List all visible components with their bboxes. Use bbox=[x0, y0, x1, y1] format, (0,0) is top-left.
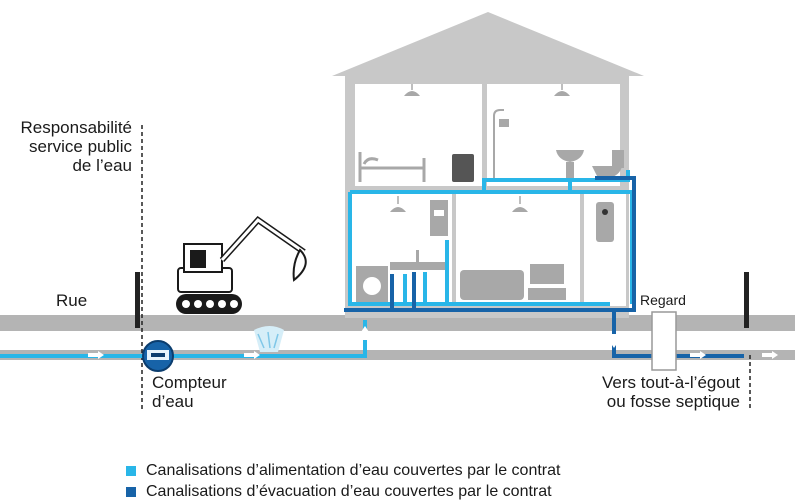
water-heater-icon bbox=[596, 202, 614, 242]
sink-icon bbox=[556, 150, 584, 182]
legend-item-drain: Canalisations d’évacuation d’eau couvert… bbox=[126, 481, 560, 502]
boiler-icon bbox=[430, 200, 448, 236]
washing-machine-icon bbox=[356, 266, 388, 302]
meter-line-2: d’eau bbox=[152, 392, 194, 411]
street-label: Rue bbox=[56, 291, 88, 310]
radiator-icon bbox=[452, 154, 474, 182]
excavator-icon bbox=[176, 216, 307, 314]
lamp-icon bbox=[512, 207, 528, 212]
tv-icon bbox=[528, 264, 566, 300]
roof bbox=[332, 12, 644, 80]
legend-label-supply: Canalisations d’alimentation d’eau couve… bbox=[146, 462, 561, 479]
meter-label: Compteur d’eau bbox=[152, 373, 227, 411]
legend-swatch-supply bbox=[126, 465, 136, 476]
water-meter-icon bbox=[142, 340, 174, 372]
leak-spray bbox=[254, 326, 284, 352]
bed-icon bbox=[358, 152, 426, 182]
underground-strip bbox=[0, 350, 795, 360]
destination-label: Vers tout-à-l’égout ou fosse septique bbox=[560, 373, 740, 411]
lamp-icon bbox=[404, 84, 420, 96]
shower-icon bbox=[493, 109, 509, 180]
legend-label-drain: Canalisations d’évacuation d’eau couvert… bbox=[146, 483, 552, 500]
responsibility-line-2: service public bbox=[29, 137, 132, 156]
lamp-icon bbox=[554, 91, 570, 96]
manhole bbox=[651, 311, 677, 371]
sofa-icon bbox=[460, 270, 524, 300]
legend-swatch-drain bbox=[126, 486, 136, 497]
street-strip bbox=[0, 315, 795, 331]
legend-item-supply: Canalisations d’alimentation d’eau couve… bbox=[126, 460, 560, 481]
kitchen-sink-icon bbox=[390, 250, 446, 270]
legend: Canalisations d’alimentation d’eau couve… bbox=[126, 460, 560, 502]
destination-line-1: Vers tout-à-l’égout bbox=[602, 373, 740, 392]
boundary-post-right bbox=[744, 272, 749, 328]
responsibility-line-3: de l’eau bbox=[72, 156, 132, 175]
meter-line-1: Compteur bbox=[152, 373, 227, 392]
toilet-icon bbox=[592, 150, 624, 178]
responsibility-line-1: Responsabilité bbox=[20, 118, 132, 137]
flow-arrows bbox=[88, 326, 778, 359]
lamp-icon bbox=[390, 207, 406, 212]
boundary-post-left bbox=[135, 272, 140, 328]
manhole-label: Regard bbox=[640, 292, 686, 308]
responsibility-label: Responsabilité service public de l’eau bbox=[0, 118, 132, 175]
destination-line-2: ou fosse septique bbox=[606, 392, 740, 411]
